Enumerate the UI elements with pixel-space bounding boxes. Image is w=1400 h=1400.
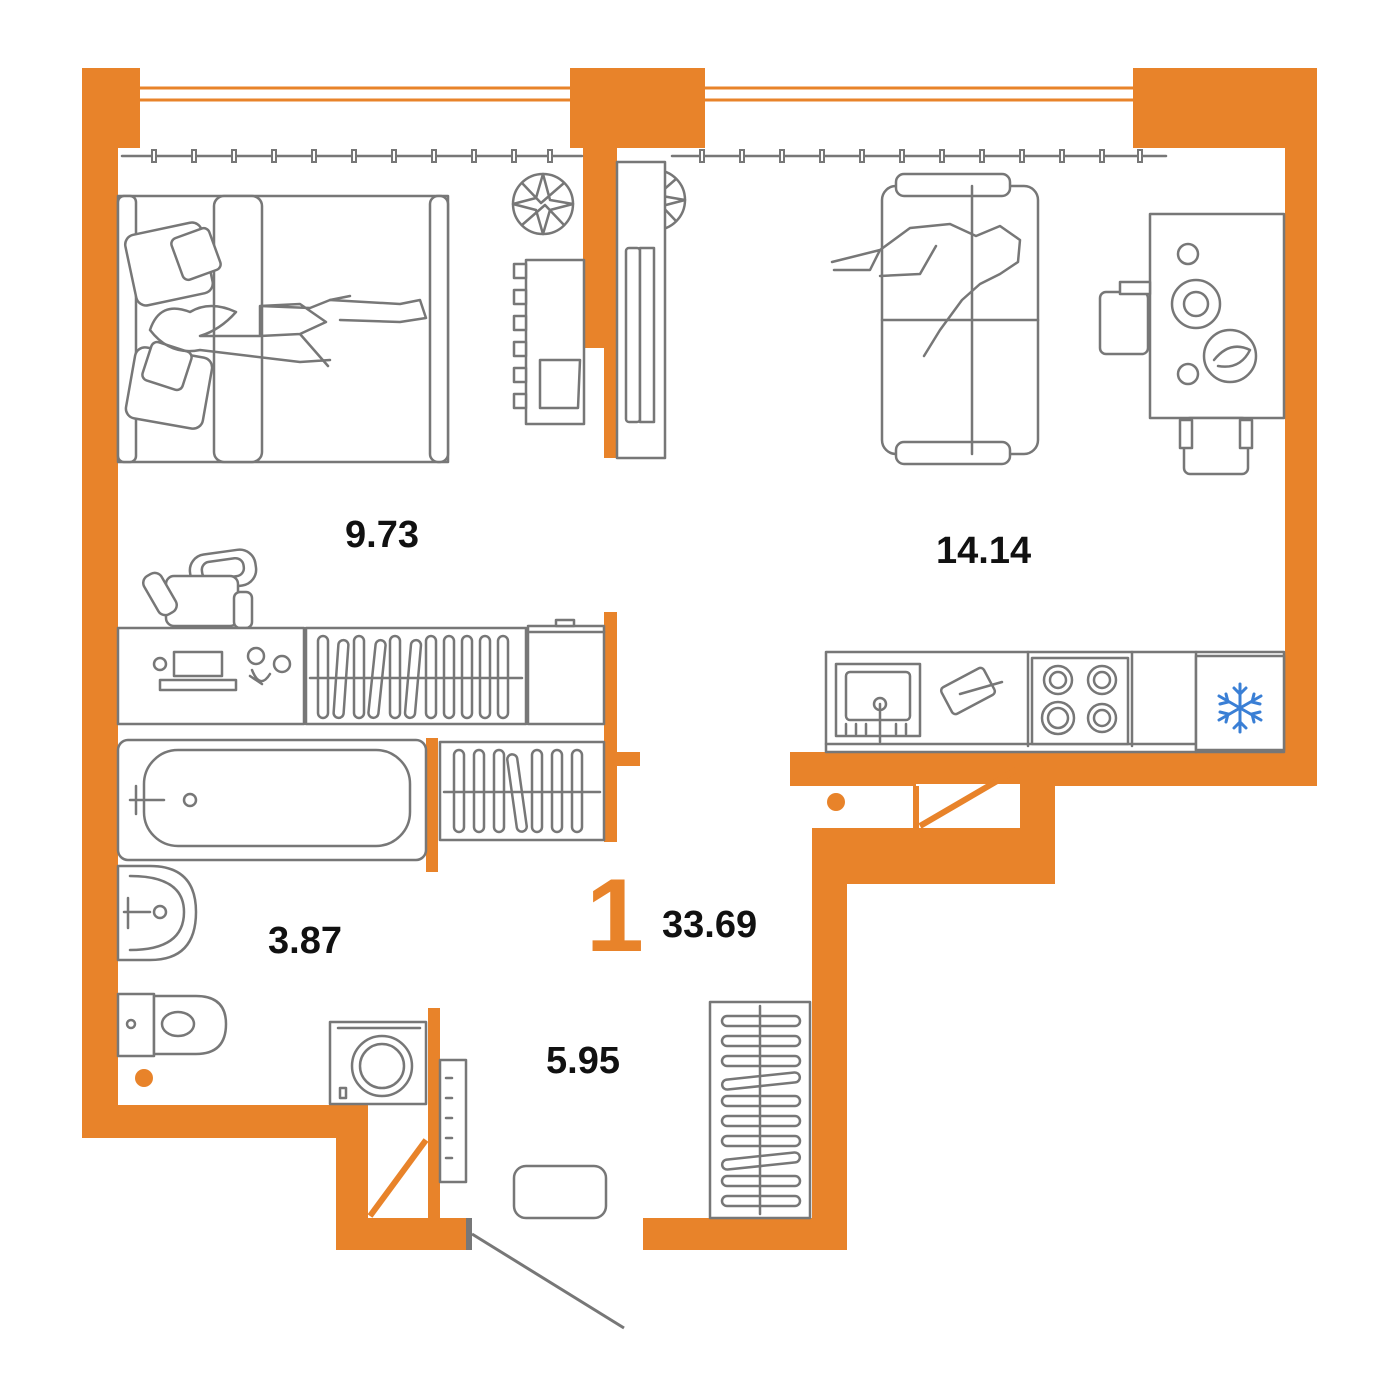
wall-bottom-left — [82, 1105, 368, 1138]
total-area: 33.69 — [662, 904, 758, 946]
sofa-icon — [830, 172, 1040, 466]
wall-left — [82, 68, 118, 1138]
tv-stand-icon — [615, 160, 667, 460]
sink-icon — [834, 662, 922, 744]
drain-dot — [827, 793, 845, 811]
tv-stand-icon — [512, 258, 586, 426]
wall-right — [1285, 68, 1317, 786]
drain-dot — [135, 1069, 153, 1087]
wall-closet-right — [604, 612, 617, 842]
rug — [512, 1164, 608, 1220]
wall-bath-inner — [428, 1008, 440, 1223]
desk-icon — [116, 626, 306, 726]
hallway-shelf — [438, 1058, 468, 1184]
washing-machine-icon — [328, 1020, 428, 1106]
stove-icon — [1030, 656, 1130, 746]
wall-corridor-right-top — [812, 828, 1055, 884]
wardrobe-icon — [438, 740, 606, 842]
entrance-door-icon — [466, 1218, 625, 1330]
washbasin-icon — [116, 864, 198, 962]
toilet-icon — [116, 992, 228, 1058]
bathtub-icon — [116, 738, 428, 862]
wall-closet-stub — [604, 752, 640, 766]
fridge-snowflake-icon — [1194, 654, 1286, 752]
wall-top-center-pier — [570, 68, 705, 148]
wardrobe-icon — [708, 1000, 812, 1220]
room-area-bathroom: 3.87 — [268, 920, 342, 962]
shoe-rack-icon — [526, 618, 606, 726]
wall-entrance-left — [336, 1218, 468, 1250]
wall-top-left-pier — [82, 68, 140, 148]
rooms-count: 1 — [586, 858, 644, 974]
cutting-board-icon — [939, 666, 1004, 716]
office-chair-icon — [142, 548, 258, 630]
bed-icon — [116, 194, 450, 464]
wall-bath-top-inner — [426, 738, 438, 872]
windows — [140, 78, 1133, 140]
ventilation-shaft — [367, 1138, 429, 1218]
wall-entrance-right — [643, 1218, 847, 1250]
plant-icon — [511, 172, 575, 236]
room-area-bedroom: 9.73 — [345, 514, 419, 556]
walls — [82, 68, 1317, 1250]
room-area-living-kitchen: 14.14 — [936, 530, 1032, 572]
wall-corridor-right — [812, 828, 847, 1250]
dining-table-icon — [1098, 212, 1286, 476]
wardrobe-icon — [304, 626, 528, 726]
wall-partition-bedroom — [583, 140, 617, 348]
room-area-hallway: 5.95 — [546, 1040, 620, 1082]
ventilation-shaft — [913, 767, 1020, 829]
curtain-rings — [151, 149, 1143, 163]
wall-partition-bedroom-low — [604, 340, 617, 458]
